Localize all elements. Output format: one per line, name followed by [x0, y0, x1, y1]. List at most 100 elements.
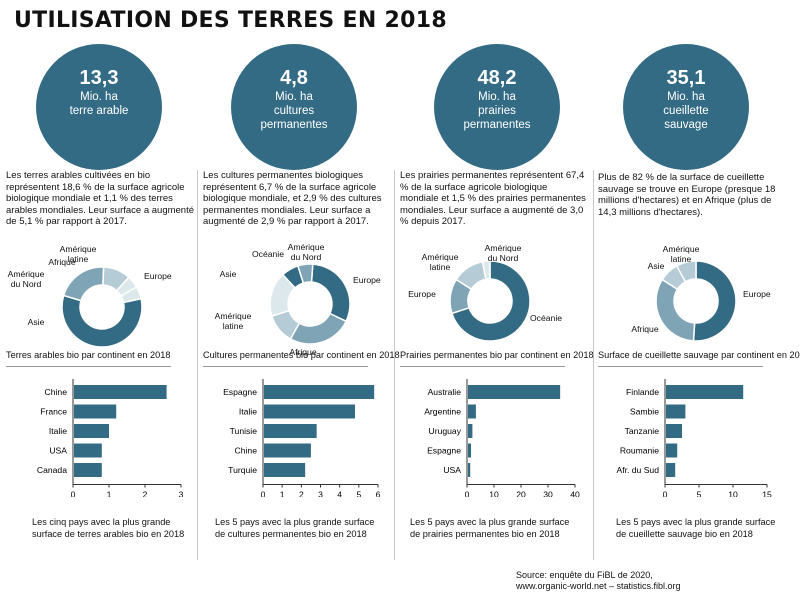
source-line: Source: enquête du FiBL de 2020, — [516, 570, 653, 580]
donut-caption: Terres arables bio par continent en 2018 — [6, 350, 171, 360]
x-tick-label: 1 — [107, 490, 112, 498]
description: Les terres arables cultivées en bio repr… — [6, 170, 195, 228]
donut-caption: Surface de cueillette sauvage par contin… — [598, 350, 800, 360]
stat-label: Mio. ha cultures permanentes — [260, 91, 328, 131]
bar-label-usa: USA — [443, 465, 461, 475]
bar-label-roumanie: Roumanie — [620, 446, 659, 456]
bar-caption: Les 5 pays avec la plus grande surface d… — [616, 517, 776, 539]
bar-label-finlande: Finlande — [626, 387, 659, 397]
x-tick-label: 6 — [376, 490, 381, 498]
donut-slice-europe — [61, 294, 143, 348]
bar-sambie — [666, 404, 686, 419]
donut-label-europe: Europe — [743, 289, 771, 299]
donut-label-afrique: Afrique — [289, 347, 316, 357]
bar-usa — [468, 463, 471, 477]
donut-slice-amerique-du-nord — [481, 260, 491, 281]
bar-canada — [74, 463, 102, 477]
bar-label-usa: USA — [49, 446, 67, 456]
top-countries-bar-chart: ChineFranceItalieUSACanada0123Millions d… — [37, 379, 184, 498]
bar-label-turquie: Turquie — [228, 465, 257, 475]
donut-label-oceanie: Océanie — [530, 313, 562, 323]
bar-label-tunisie: Tunisie — [230, 426, 258, 436]
column-divider — [197, 170, 198, 560]
donut-label-asie: Asie — [648, 261, 665, 271]
stat-label: Mio. ha terre arable — [69, 91, 129, 117]
bar-chine — [74, 385, 167, 399]
column-divider — [593, 170, 594, 560]
wild-collection-column: 35,1 Mio. ha cueillette sauvage Plus de … — [598, 44, 800, 564]
x-tick-label: 3 — [179, 490, 184, 498]
bar-label-afr-du-sud: Afr. du Sud — [616, 465, 659, 475]
bar-label-australie: Australie — [428, 387, 462, 397]
bar-usa — [74, 443, 102, 458]
x-tick-label: 1 — [280, 490, 285, 498]
bar-turquie — [264, 463, 306, 477]
stat-value: 48,2 — [477, 67, 517, 89]
stat-value: 13,3 — [79, 67, 119, 89]
stat-circle: 48,2 Mio. ha prairies permanentes — [434, 44, 560, 170]
bar-tanzanie — [666, 424, 682, 438]
donut-slice-oceanie — [451, 260, 531, 342]
donut-label-europe: Europe — [408, 289, 436, 299]
bar-caption: Les 5 pays avec la plus grande surface d… — [410, 517, 570, 539]
bar-label-espagne: Espagne — [223, 387, 257, 397]
x-tick-label: 0 — [71, 490, 76, 498]
donut-slice-amerique-latine — [120, 285, 143, 304]
stat-label: Mio. ha cueillette sauvage — [663, 91, 709, 131]
donut-caption: Prairies permanentes bio par continent e… — [400, 350, 594, 360]
top-countries-bar-chart: EspagneItalieTunisieChineTurquie0123456E… — [223, 379, 381, 498]
donut-label-afrique: Afrique — [48, 257, 75, 267]
divider — [203, 366, 368, 367]
divider — [598, 366, 763, 367]
x-tick-label: 30 — [543, 490, 553, 498]
stat-value: 35,1 — [666, 67, 706, 89]
x-tick-label: 15 — [762, 490, 772, 498]
bar-label-sambie: Sambie — [630, 407, 659, 417]
x-tick-label: 0 — [261, 490, 266, 498]
stat-label: Mio. ha prairies permanentes — [463, 91, 531, 131]
bar-label-italie: Italie — [49, 426, 67, 436]
bar-label-france: France — [40, 407, 67, 417]
permanent-grassland-column: 48,2 Mio. ha prairies permanentes Les pr… — [400, 44, 594, 564]
bar-label-italie: Italie — [239, 407, 257, 417]
donut-label-afrique: Afrique — [631, 324, 658, 334]
bar-australie — [468, 385, 561, 399]
source-link: www.organic-world.net – statistics.fibl.… — [516, 581, 681, 591]
bar-espagne — [468, 443, 472, 458]
donut-label-asie: Asie — [220, 269, 237, 279]
bar-espagne — [264, 385, 375, 399]
donut-slice-amerique-du-nord — [296, 263, 314, 284]
page-title: UTILISATION DES TERRES EN 2018 — [14, 8, 447, 33]
bar-italie — [74, 424, 109, 438]
x-tick-label: 20 — [516, 490, 526, 498]
bar-label-canada: Canada — [37, 465, 67, 475]
description: Les prairies permanentes représentent 67… — [400, 170, 586, 228]
divider — [6, 366, 171, 367]
divider — [400, 366, 565, 367]
donut-slice-amerique-latine — [675, 260, 697, 283]
bar-finlande — [666, 385, 744, 399]
x-tick-label: 10 — [728, 490, 738, 498]
x-tick-label: 5 — [356, 490, 361, 498]
donut-label-europe: Europe — [353, 275, 381, 285]
stat-circle: 13,3 Mio. ha terre arable — [36, 44, 162, 170]
x-tick-label: 40 — [570, 490, 580, 498]
bar-label-tanzanie: Tanzanie — [625, 426, 660, 436]
x-tick-label: 2 — [143, 490, 148, 498]
bar-tunisie — [264, 424, 317, 438]
stat-circle: 35,1 Mio. ha cueillette sauvage — [623, 44, 749, 170]
stat-value: 4,8 — [280, 67, 308, 89]
bar-label-espagne: Espagne — [427, 446, 461, 456]
bar-caption: Les cinq pays avec la plus grande surfac… — [32, 517, 185, 539]
bar-label-chine: Chine — [45, 387, 68, 397]
x-tick-label: 2 — [299, 490, 304, 498]
stat-circle: 4,8 Mio. ha cultures permanentes — [231, 44, 357, 170]
x-tick-label: 0 — [465, 490, 470, 498]
bar-afr-du-sud — [666, 463, 676, 477]
